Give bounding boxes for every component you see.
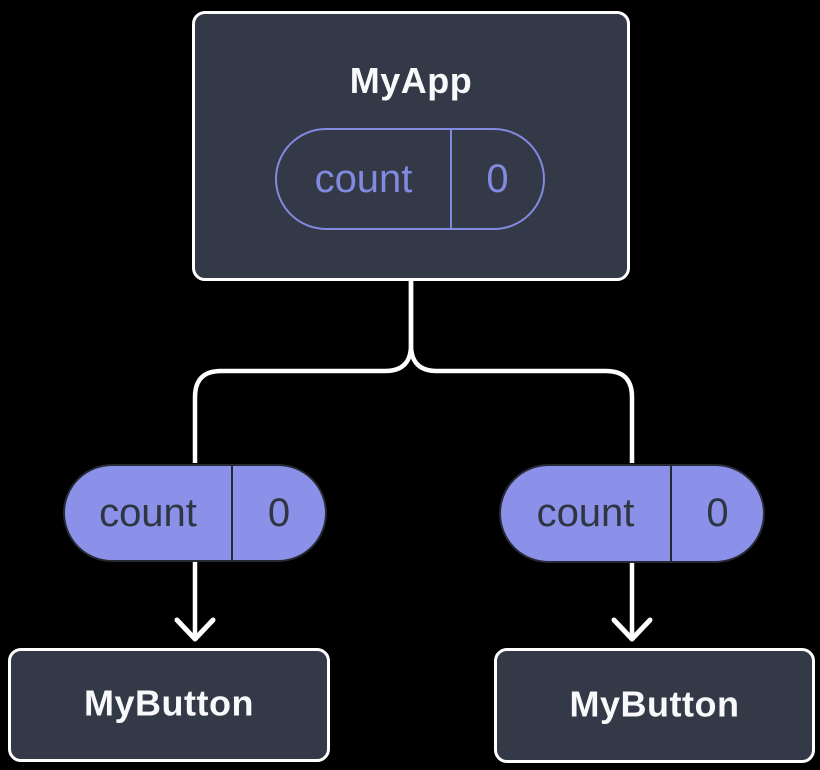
- connector-right-branch: [408, 279, 635, 463]
- prop-name-right: count: [501, 466, 672, 561]
- component-title-mybutton-left: MyButton: [84, 682, 254, 724]
- state-pill: count 0: [275, 128, 545, 230]
- prop-value-left: 0: [267, 490, 291, 535]
- arrow-down-right-icon: [611, 617, 653, 642]
- prop-pill-right: count 0: [499, 464, 765, 563]
- component-node-mybutton-right: MyButton: [494, 648, 815, 763]
- prop-value-right: 0: [706, 491, 729, 535]
- state-name: count: [277, 130, 452, 228]
- prop-name-left: count: [65, 466, 233, 560]
- arrow-down-left-icon: [174, 617, 216, 642]
- component-node-mybutton-left: MyButton: [8, 648, 330, 762]
- component-node-myapp: MyApp count 0: [192, 11, 630, 281]
- prop-pill-left: count 0: [63, 464, 327, 562]
- connector-left-branch: [192, 279, 414, 463]
- component-title-myapp: MyApp: [349, 60, 473, 101]
- state-value: 0: [486, 156, 509, 201]
- component-title-mybutton-right: MyButton: [569, 682, 740, 724]
